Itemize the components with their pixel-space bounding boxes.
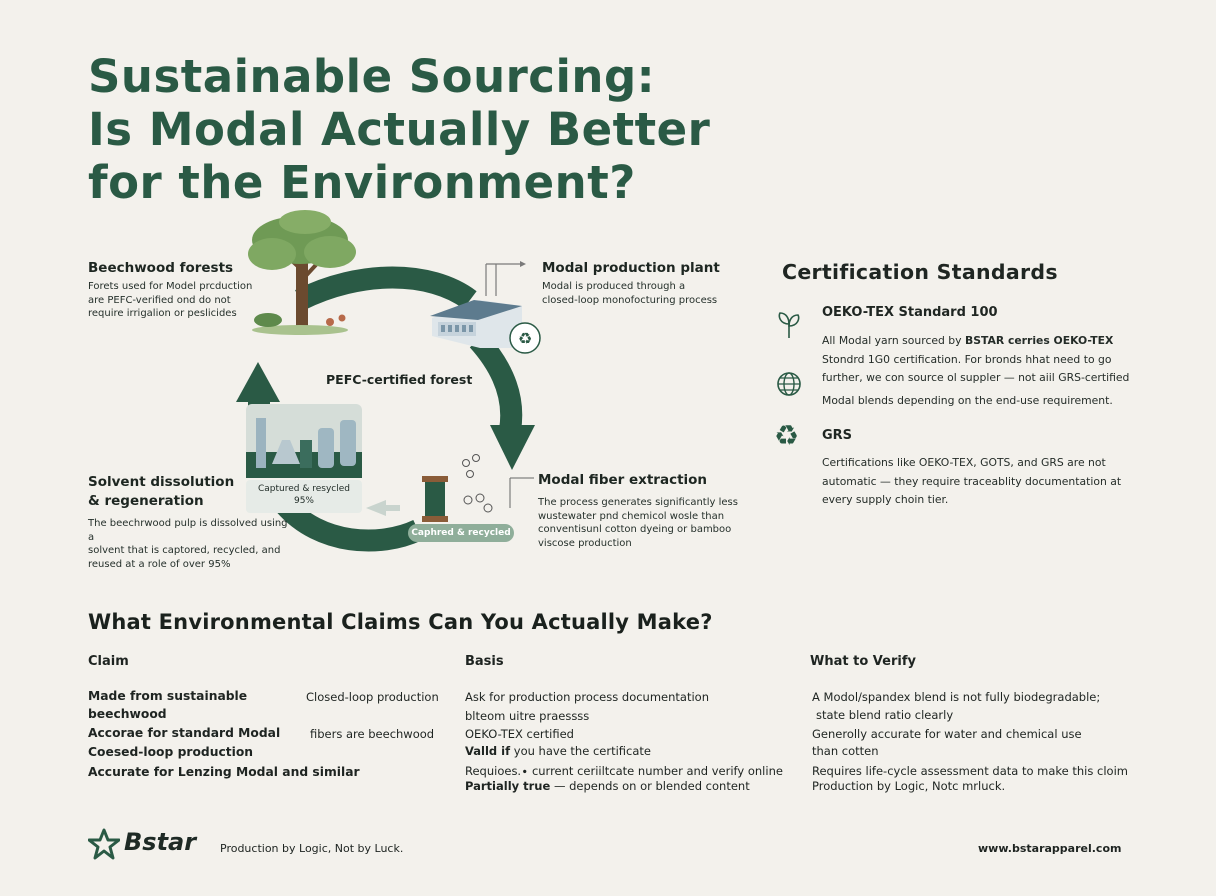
stage-plant: Modal production plant Modal is produced… <box>542 260 742 307</box>
stage-plant-line: closed-loop monofocturing process <box>542 294 718 306</box>
cycle-arrowhead-down <box>490 425 535 470</box>
stage-fiber-line: conventisunl cotton dyeing or bamboo <box>538 524 732 535</box>
bstar-logo-icon <box>88 828 120 860</box>
grs-line-3: every supply choin tier. <box>822 493 949 506</box>
claim-row-1b: beechwood <box>88 707 167 721</box>
stage-solvent-line: The beechrwood pulp is dissolved using a <box>88 518 288 543</box>
basis-row-5: Requioes.∙ current ceriiltcate number an… <box>465 764 783 778</box>
claim-row-3: Coesed-loop production <box>88 745 254 759</box>
verify-row-4: than cotten <box>812 744 879 758</box>
verify-row-2: state blend ratio clearly <box>816 708 954 722</box>
basis-row-4-rest: you have the certificate <box>510 744 651 758</box>
basis-row-4-bold: Valld if <box>465 744 511 758</box>
stage-fiber-line: wustewater pnd chemicol wosle than <box>538 510 725 522</box>
col-header-verify: What to Verify <box>810 654 916 669</box>
factory-icon: ♻ <box>430 261 541 354</box>
stage-solvent-line: reused at a role of over 95% <box>88 558 231 570</box>
basis-row-6-bold: Partially true <box>465 779 551 793</box>
stage-fiber: Modal fiber extraction The process gener… <box>538 472 748 550</box>
grs-paragraph: Certifications like OEKO-TEX, GOTS, and … <box>822 454 1122 510</box>
title-line-1: Sustainable Sourcing: <box>88 50 656 103</box>
verify-row-5: Requires life-cycle assessment data to m… <box>812 764 1128 778</box>
footer-brand: Bstar <box>124 828 197 856</box>
fiber-spool-icon <box>422 454 534 522</box>
claim-row-4: Accurate for Lenzing Modal and similar <box>88 765 360 779</box>
verify-row-6: Production by Logic, Notc mrluck. <box>812 779 1006 793</box>
verify-row-3: Generolly accurate for water and chemica… <box>812 727 1082 741</box>
basis-row-3: OEKO-TEX certified <box>465 727 574 741</box>
cycle-arc-right <box>469 332 523 432</box>
mid-row-2: fibers are beechwood <box>310 727 435 741</box>
lab-badge-line-1: Captured & resycled <box>258 484 350 494</box>
certification-heading: Certification Standards <box>782 260 1058 284</box>
oeko-paragraph: All Modal yarn sourced by BSTAR cerries … <box>822 332 1130 410</box>
mid-row-1: Closed-loop production <box>306 690 439 704</box>
stage-fiber-title: Modal fiber extraction <box>538 472 708 488</box>
recycle-icon: ♻ <box>774 419 800 452</box>
cert-item-oeko: OEKO-TEX Standard 100 <box>822 305 998 320</box>
lab-equipment-icon <box>246 404 362 478</box>
stage-beechwood-line: Forets used for Model prcduction <box>88 281 253 292</box>
claim-row-1a: Made from sustainable <box>88 689 248 703</box>
verify-row-1: A Modol/spandex blend is not fully biode… <box>812 690 1101 704</box>
oeko-line-2: Stondrd 1G0 certification. For bronds hh… <box>822 352 1112 366</box>
center-label: PEFC-certified forest <box>326 372 473 387</box>
col-header-claim: Claim <box>88 654 129 669</box>
cycle-arc-bottom <box>276 497 423 552</box>
stage-fiber-line: The process generates significantly less <box>538 497 738 508</box>
lab-capture-badge: Captured & resycled 95% <box>246 480 362 513</box>
stage-plant-title: Modal production plant <box>542 260 720 276</box>
claims-heading: What Environmental Claims Can You Actual… <box>88 610 713 634</box>
sprout-icon <box>776 310 802 340</box>
stage-solvent-title-1: Solvent dissolution <box>88 474 235 490</box>
title-line-2: Is Modal Actually Better <box>88 103 711 156</box>
stage-beechwood-line: require irrigalion or peslicides <box>88 308 237 319</box>
svg-text:♻: ♻ <box>518 329 532 348</box>
faint-arrow <box>366 500 386 516</box>
basis-row-2: blteom uitre praessss <box>465 709 590 723</box>
oeko-line-1b: BSTAR cerries OEKO-TEX <box>965 334 1114 347</box>
stage-solvent-line: solvent that is captored, recycled, and <box>88 545 281 556</box>
title-line-3: for the Environment? <box>88 156 636 209</box>
stage-beechwood-title: Beechwood forests <box>88 260 234 276</box>
oeko-line-4: Modal blends depending on the end-use re… <box>822 393 1113 407</box>
oeko-line-1a: All Modal yarn sourced by <box>822 334 965 347</box>
basis-row-6: Partially true — depends on or blended c… <box>465 779 750 793</box>
grs-line-1: Certifications like OEKO-TEX, GOTS, and … <box>822 456 1106 469</box>
beech-tree-icon <box>248 210 356 335</box>
page-title: Sustainable Sourcing: Is Modal Actually … <box>88 50 768 209</box>
spool-capture-badge: Caphred & recycled <box>408 524 514 542</box>
stage-beechwood-line: are PEFC-verified ond do not <box>88 294 231 306</box>
footer-tagline: Production by Logic, Not by Luck. <box>220 842 404 855</box>
stage-plant-line: Modal is produced through a <box>542 281 686 292</box>
oeko-line-3: further, we con source ol suppler — not … <box>822 371 1130 384</box>
grs-line-2: automatic — they require traceablity doc… <box>822 474 1122 488</box>
col-header-basis: Basis <box>465 654 504 669</box>
stage-fiber-line: viscose production <box>538 537 632 549</box>
basis-row-1: Ask for production process documentation <box>465 690 709 704</box>
stage-solvent-title-2: & regeneration <box>88 493 204 509</box>
lab-badge-line-2: 95% <box>293 496 314 506</box>
basis-row-4: Valld if you have the certificate <box>465 744 651 758</box>
stage-beechwood: Beechwood forests Forets used for Model … <box>88 260 278 321</box>
globe-icon <box>775 370 803 398</box>
footer-url[interactable]: www.bstarapparel.com <box>978 842 1122 855</box>
cert-item-grs: GRS <box>822 428 853 443</box>
cycle-arrowhead-up <box>236 362 280 402</box>
cycle-arc-top <box>295 266 477 310</box>
claim-row-2: Accorae for standard Modal <box>88 726 281 740</box>
basis-row-6-rest: — depends on or blended content <box>550 779 750 793</box>
stage-solvent: Solvent dissolution & regeneration The b… <box>88 474 293 571</box>
